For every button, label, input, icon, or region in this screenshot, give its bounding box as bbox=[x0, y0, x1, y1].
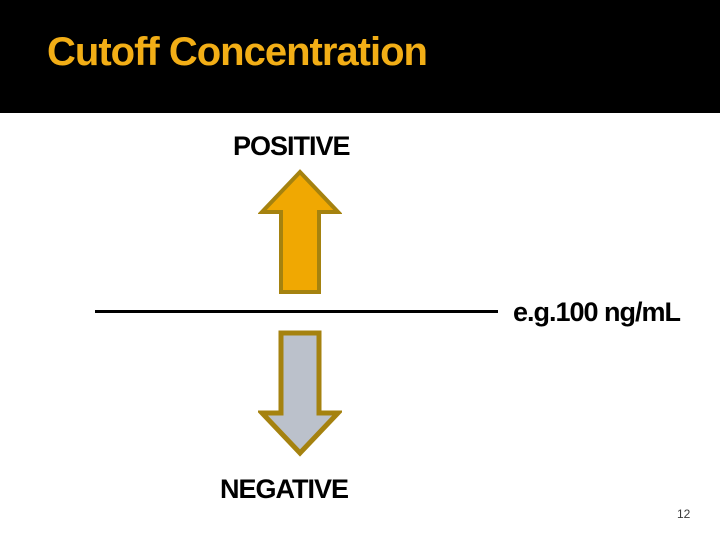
cutoff-line bbox=[95, 310, 498, 313]
down-arrow-icon bbox=[258, 330, 342, 457]
positive-label: POSITIVE bbox=[233, 131, 351, 161]
up-arrow-shape bbox=[258, 169, 342, 294]
down-arrow-shape bbox=[258, 330, 342, 457]
negative-label: NEGATIVE bbox=[220, 474, 349, 504]
slide-header-bar: Cutoff Concentration bbox=[0, 0, 720, 113]
page-number: 12 bbox=[677, 507, 691, 521]
slide-title: Cutoff Concentration bbox=[47, 30, 428, 74]
up-arrow-icon bbox=[258, 169, 342, 294]
cutoff-value-label: e.g.100 ng/mL bbox=[513, 297, 681, 327]
